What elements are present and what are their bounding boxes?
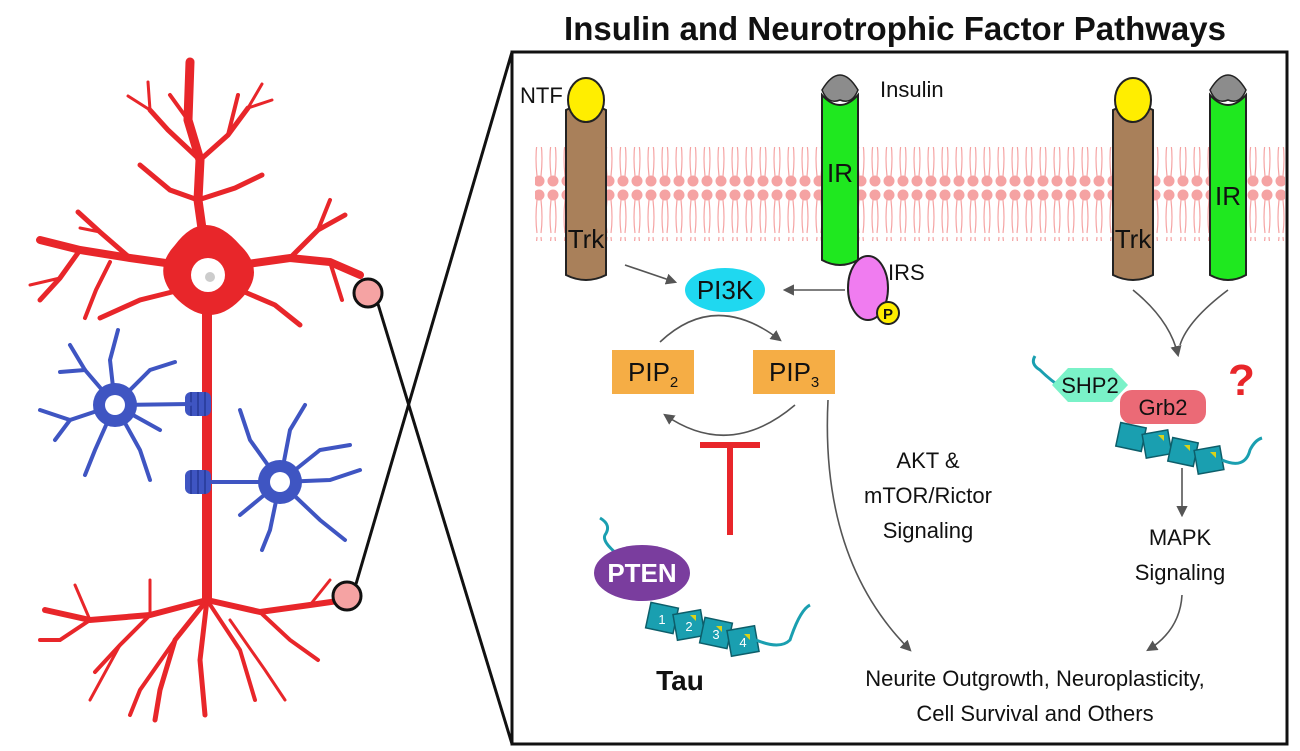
- tau-seg-1: 1: [658, 612, 665, 627]
- arrow-mapk-to-outcome: [1146, 594, 1183, 652]
- trk-label-left: Trk: [568, 224, 606, 254]
- diagram-title: Insulin and Neurotrophic Factor Pathways: [564, 10, 1226, 47]
- cell-membrane: [535, 147, 1285, 241]
- question-mark: ?: [1228, 356, 1255, 405]
- trk-receptor-right: [1112, 77, 1154, 281]
- ir-receptor-right: [1209, 74, 1247, 281]
- tau-seg-2: 2: [685, 619, 692, 634]
- pip3-node: [753, 350, 835, 394]
- shp2-grb2-complex: [1031, 355, 1263, 475]
- irs-protein: [847, 255, 889, 321]
- shp2-label: SHP2: [1061, 373, 1118, 398]
- arrow-trk-to-pi3k: [624, 264, 678, 285]
- pip3-label: PIP3: [769, 357, 819, 391]
- grb2-label: Grb2: [1139, 395, 1188, 420]
- trk-receptor-left: [565, 77, 607, 281]
- zoom-marker-upper: [352, 277, 384, 309]
- pi3k-node: [685, 268, 765, 312]
- arrow-pip3-to-pip2: [663, 404, 796, 437]
- outcome-line2: Cell Survival and Others: [916, 701, 1153, 726]
- phospho-badge: [876, 301, 900, 325]
- pip2-node: [612, 350, 694, 394]
- pten-tau-complex: [594, 516, 811, 658]
- pten-label: PTEN: [607, 558, 676, 588]
- neuron-illustration: [28, 51, 514, 745]
- ir-receptor-middle: [821, 74, 859, 266]
- akt-label-line2: mTOR/Rictor: [864, 483, 992, 508]
- akt-label-line3: Signaling: [883, 518, 974, 543]
- akt-label-line1: AKT &: [896, 448, 960, 473]
- ntf-label: NTF: [520, 83, 563, 108]
- tau-label: Tau: [656, 665, 704, 696]
- arrow-receptors-to-grb2: [1132, 289, 1182, 358]
- arrow-pip3-to-outcome: [826, 399, 912, 652]
- insulin-label: Insulin: [880, 77, 944, 102]
- zoom-marker-lower: [331, 580, 363, 612]
- ir-label-right: IR: [1215, 181, 1241, 211]
- arrow-pip2-to-pip3: [659, 314, 782, 343]
- pten-inhibition-bar: [700, 442, 760, 535]
- tau-seg-3: 3: [712, 627, 719, 642]
- mapk-label-line2: Signaling: [1135, 560, 1226, 585]
- ir-label-middle: IR: [827, 158, 853, 188]
- tau-seg-4: 4: [739, 635, 746, 650]
- irs-label: IRS: [888, 260, 925, 285]
- outcome-line1: Neurite Outgrowth, Neuroplasticity,: [865, 666, 1205, 691]
- phospho-label: P: [883, 306, 893, 323]
- trk-label-right: Trk: [1115, 224, 1153, 254]
- pi3k-label: PI3K: [697, 275, 754, 305]
- mapk-label-line1: MAPK: [1149, 525, 1212, 550]
- pip2-label: PIP2: [628, 357, 678, 391]
